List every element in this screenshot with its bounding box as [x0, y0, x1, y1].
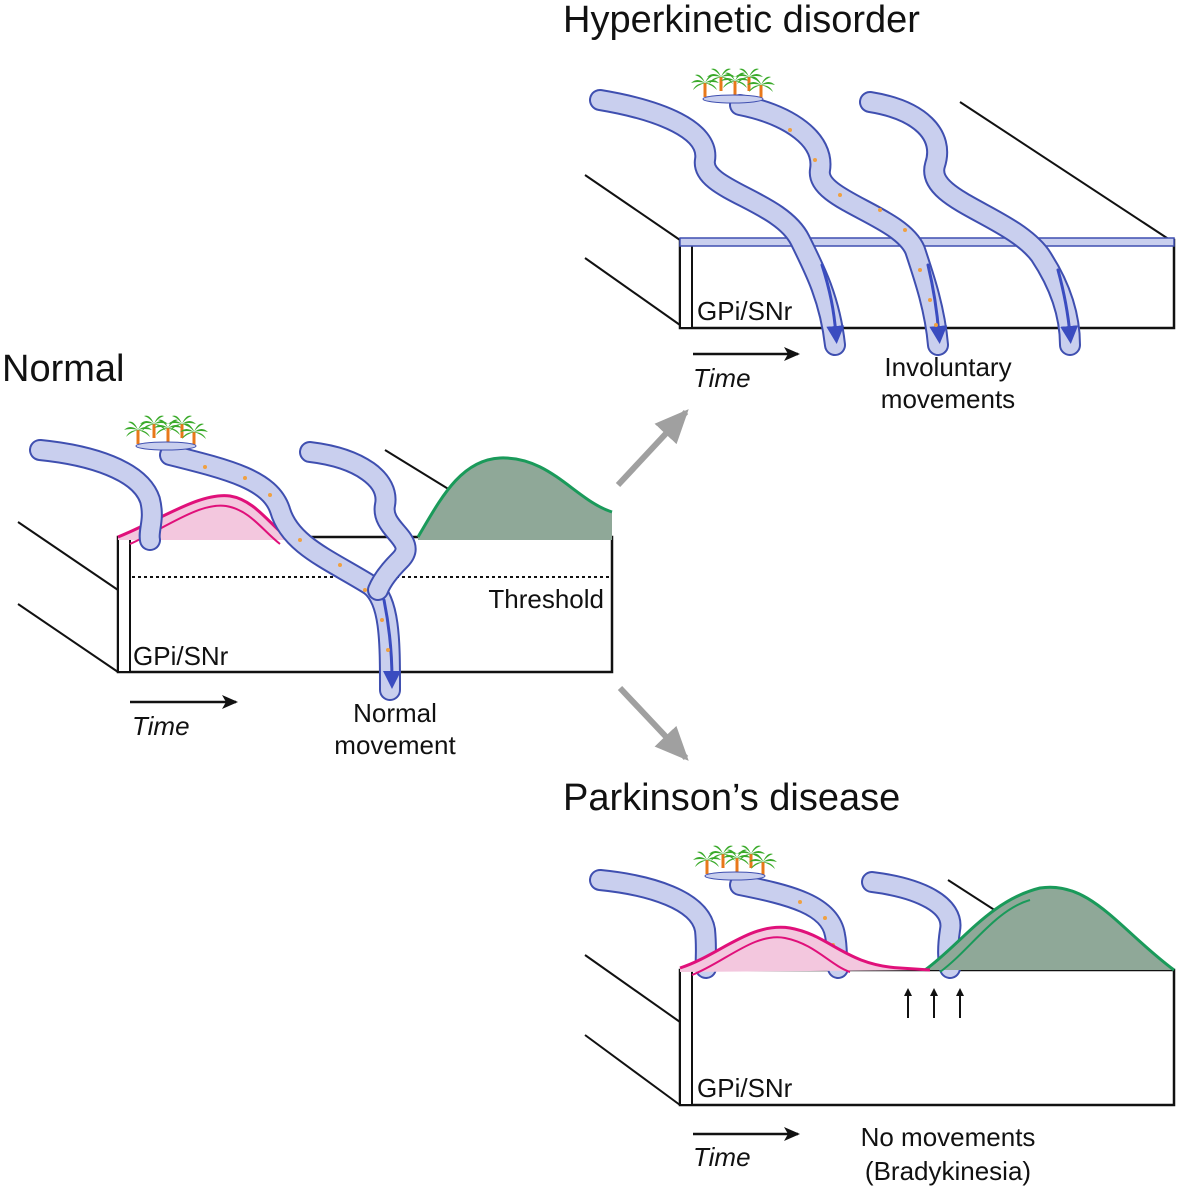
river-icon: [29, 439, 417, 701]
outcome-label: (Bradykinesia): [865, 1156, 1031, 1186]
parkinsons-title: Parkinson’s disease: [563, 777, 900, 819]
transition-arrow-icon: [617, 685, 689, 761]
box-edge: [584, 257, 681, 326]
hyperkinetic-panel: Hyperkinetic disorder GPi/SNr Time Invol…: [563, 0, 1176, 414]
box-edge: [17, 521, 119, 591]
box-edge: [584, 1034, 681, 1106]
pink-hill-inner: [691, 936, 851, 976]
parkinsons-panel: Parkinson’s disease GPi/SNr Time No move…: [563, 777, 1176, 1186]
outcome-label: Normal: [353, 698, 437, 728]
palm-tree-icon: [691, 69, 775, 103]
time-label: Time: [132, 711, 190, 741]
box-side: [117, 536, 131, 673]
normal-panel: Normal GPi/SNr Threshold Time Normal mov…: [2, 348, 614, 760]
normal-title: Normal: [2, 348, 124, 390]
outcome-label: movements: [881, 384, 1015, 414]
box-edge: [384, 449, 451, 491]
river-icon: [589, 89, 1081, 356]
green-hill-outline: [924, 885, 1175, 972]
palm-tree-icon: [124, 416, 208, 450]
box-side: [679, 239, 693, 329]
box-edge: [584, 174, 681, 241]
region-label: GPi/SNr: [697, 1073, 793, 1103]
green-hill: [925, 887, 1174, 970]
pink-hill-outline: [679, 925, 931, 972]
palm-tree-icon: [693, 846, 777, 880]
green-hill-outline: [416, 456, 613, 538]
gpi-snr-box: [116, 535, 614, 674]
threshold-label: Threshold: [488, 584, 604, 614]
box-edge: [17, 603, 119, 673]
outcome-label: Involuntary: [884, 352, 1011, 382]
hyperkinetic-title: Hyperkinetic disorder: [563, 0, 920, 41]
time-label: Time: [693, 363, 751, 393]
outcome-label: No movements: [861, 1122, 1036, 1152]
outcome-label: movement: [334, 730, 456, 760]
green-hill: [418, 457, 612, 540]
region-label: GPi/SNr: [697, 296, 793, 326]
box-side: [679, 969, 693, 1106]
box-edge: [959, 101, 1171, 241]
time-label: Time: [693, 1142, 751, 1172]
transition-arrow-icon: [615, 409, 689, 488]
flooded-surface: [679, 237, 1175, 247]
region-label: GPi/SNr: [133, 641, 229, 671]
box-edge: [584, 954, 681, 1023]
green-hill-inner: [939, 899, 1031, 973]
